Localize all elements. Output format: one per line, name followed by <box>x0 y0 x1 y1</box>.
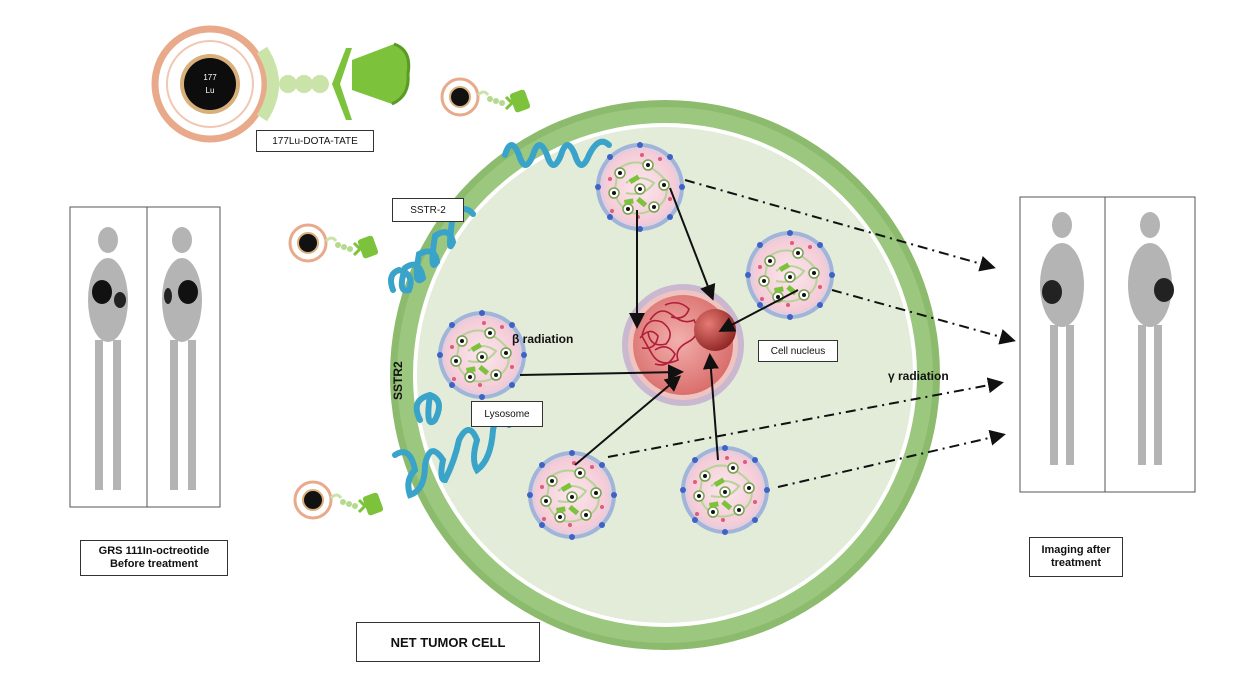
scan-before-image <box>69 206 221 508</box>
receptor-label-text: SSTR-2 <box>410 204 446 216</box>
isotope-symbol: Lu <box>206 86 215 95</box>
lysosome-label-text: Lysosome <box>484 408 530 420</box>
lysosome-bottom-left <box>525 448 619 542</box>
sstr2-membrane-label: SSTR2 <box>391 361 405 400</box>
cell-nucleus-shape <box>622 284 744 406</box>
isotope-number: 177 <box>203 73 217 82</box>
lysosome-bottom-right <box>678 443 772 537</box>
before-treatment-text: GRS 111In-octreotide Before treatment <box>98 545 210 570</box>
drug-label: 177Lu-DOTA-TATE <box>256 130 374 152</box>
ligand-bottom <box>293 480 386 520</box>
beta-arrows <box>519 187 799 466</box>
gamma-arrows <box>607 179 1016 488</box>
ligand-left <box>288 223 381 263</box>
tumor-cell-label: NET TUMOR CELL <box>356 622 540 662</box>
nucleus-label-text: Cell nucleus <box>770 345 826 357</box>
receptor-bottom <box>392 391 512 499</box>
gamma-radiation-label: γ radiation <box>888 369 949 383</box>
lysosome-left <box>435 308 529 402</box>
after-treatment-text: Imaging after treatment <box>1041 544 1111 569</box>
beta-radiation-label: β radiation <box>512 332 573 346</box>
ligand-top <box>440 77 533 117</box>
receptor-top <box>502 138 612 168</box>
nucleus-label: Cell nucleus <box>758 340 838 362</box>
tumor-cell-label-text: NET TUMOR CELL <box>390 634 506 650</box>
scan-after-image <box>1019 196 1196 493</box>
drug-label-text: 177Lu-DOTA-TATE <box>272 135 358 147</box>
lysosome-right <box>743 228 837 322</box>
receptor-group <box>388 138 612 499</box>
lu-dotatate-molecule <box>151 25 411 143</box>
lysosome-top <box>593 140 687 234</box>
receptor-left <box>388 206 476 294</box>
lysosome-label: Lysosome <box>471 401 543 427</box>
receptor-label: SSTR-2 <box>392 198 464 222</box>
after-treatment-label: Imaging after treatment <box>1029 537 1123 577</box>
before-treatment-label: GRS 111In-octreotide Before treatment <box>80 540 228 576</box>
